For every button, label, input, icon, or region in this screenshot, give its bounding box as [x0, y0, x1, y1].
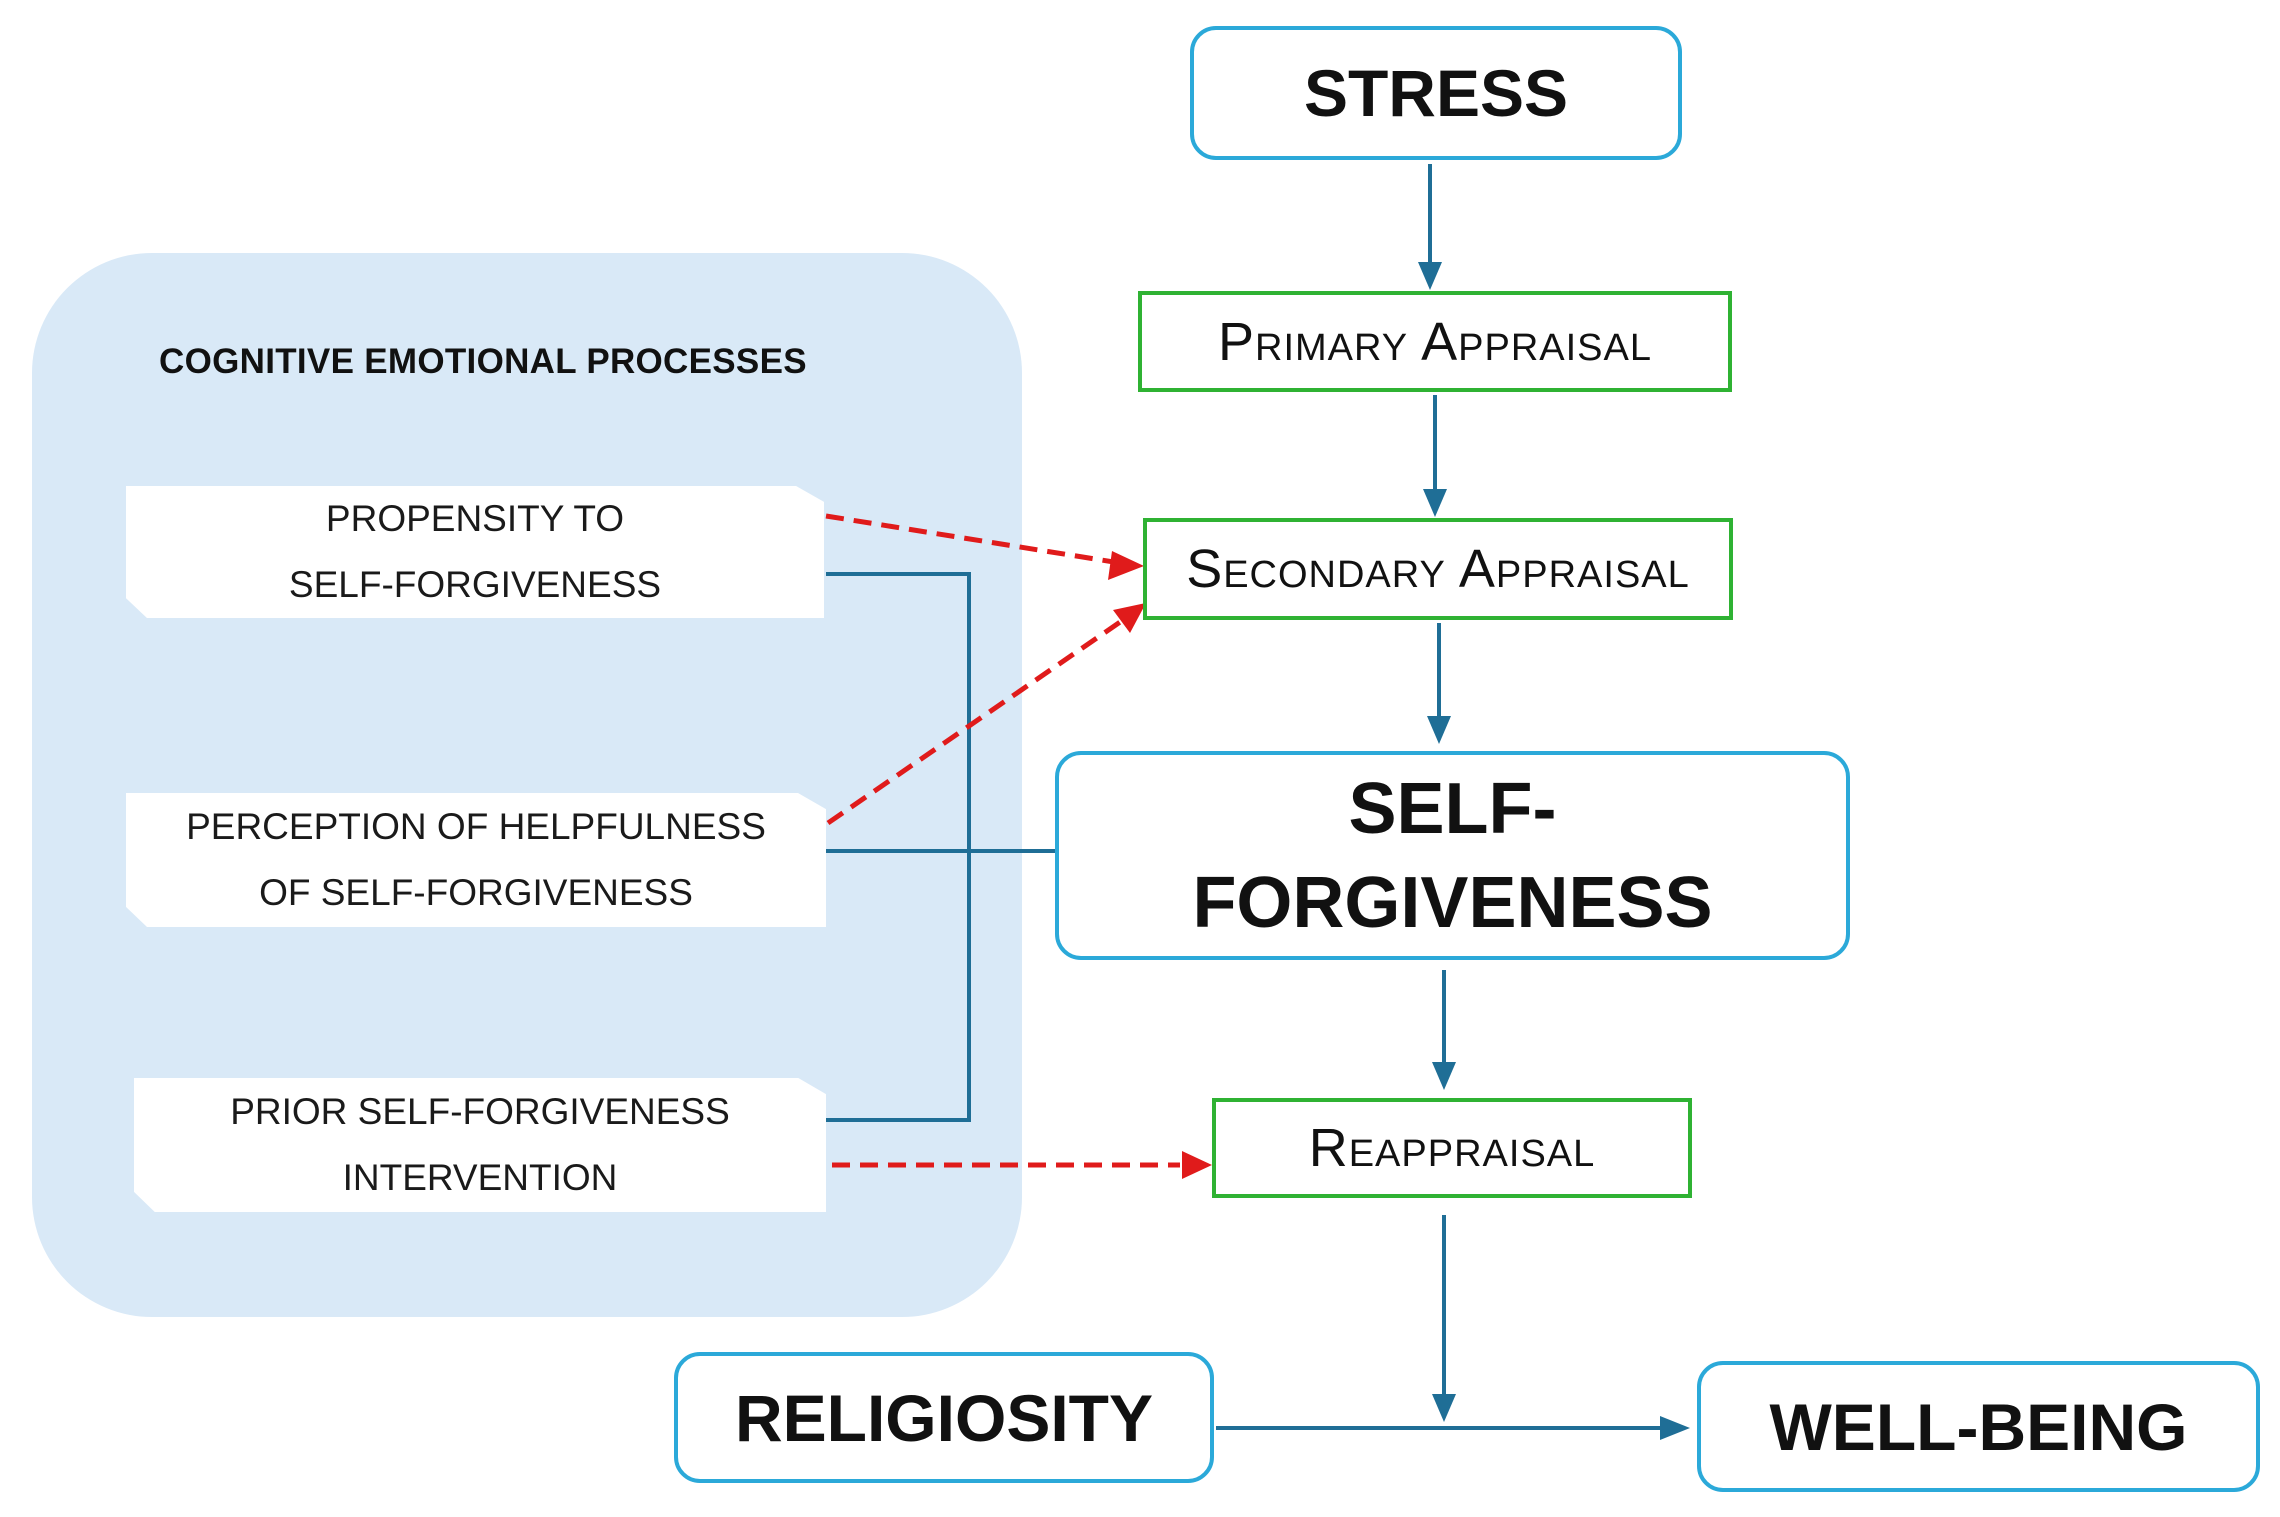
node-secondary-appraisal-label: Secondary Appraisal — [1186, 539, 1690, 599]
dashed-arrow-propensity-to-secondary — [825, 513, 1121, 566]
flow-arrowheads — [1418, 262, 1690, 1440]
node-secondary-appraisal: Secondary Appraisal — [1143, 518, 1733, 620]
arrowhead — [1427, 716, 1451, 744]
process-propensity-to-self-forgiveness: PROPENSITY TO SELF-FORGIVENESS — [126, 486, 824, 618]
process-label-line-1: PERCEPTION OF HELPFULNESS — [186, 806, 766, 847]
process-label-line-2: SELF-FORGIVENESS — [288, 564, 662, 605]
process-label-line-1: PRIOR SELF-FORGIVENESS — [230, 1091, 730, 1132]
arrowhead — [1432, 1062, 1456, 1090]
process-label-line-2: OF SELF-FORGIVENESS — [259, 872, 693, 913]
node-religiosity-label: RELIGIOSITY — [734, 1380, 1154, 1455]
moderator-bracket — [826, 572, 971, 1122]
node-stress-label: STRESS — [1303, 56, 1569, 130]
node-religiosity: RELIGIOSITY — [674, 1352, 1214, 1483]
node-self-forgiveness: SELF- FORGIVENESS — [1055, 751, 1850, 960]
node-stress: STRESS — [1190, 26, 1682, 160]
arrowhead — [1418, 262, 1442, 290]
panel-title: COGNITIVE EMOTIONAL PROCESSES — [159, 342, 807, 381]
node-well-being-label: WELL-BEING — [1769, 1389, 2188, 1464]
node-well-being: WELL-BEING — [1697, 1361, 2260, 1492]
node-primary-appraisal-label: Primary Appraisal — [1217, 311, 1653, 372]
dashed-arrowheads — [1108, 551, 1212, 1179]
node-self-forgiveness-label-line-1: SELF- — [1348, 768, 1557, 849]
dashed-arrow-perception-to-secondary — [826, 615, 1128, 826]
node-reappraisal-label: Reappraisal — [1308, 1118, 1596, 1178]
arrowhead — [1660, 1416, 1690, 1440]
process-label-line-1: PROPENSITY TO — [325, 498, 625, 539]
node-reappraisal: Reappraisal — [1212, 1098, 1692, 1198]
arrowhead — [1113, 603, 1146, 633]
process-label-line-2: INTERVENTION — [342, 1157, 618, 1198]
arrowhead — [1432, 1394, 1456, 1422]
node-self-forgiveness-label-line-2: FORGIVENESS — [1192, 862, 1713, 943]
process-perception-of-helpfulness: PERCEPTION OF HELPFULNESS OF SELF-FORGIV… — [126, 793, 826, 927]
arrowhead — [1423, 489, 1447, 517]
arrowhead — [1182, 1151, 1212, 1179]
node-primary-appraisal: Primary Appraisal — [1138, 291, 1732, 392]
process-prior-intervention: PRIOR SELF-FORGIVENESS INTERVENTION — [134, 1078, 826, 1212]
arrowhead — [1108, 551, 1144, 580]
